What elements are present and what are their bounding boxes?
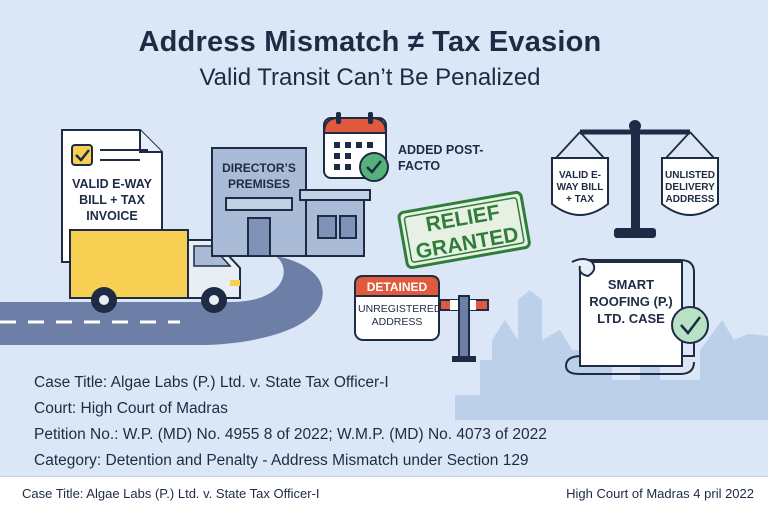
checkbox-icon xyxy=(71,144,93,166)
scale-left-label: VALID E-WAY BILL + TAX xyxy=(556,170,604,205)
footer-court-date: High Court of Madras 4 pril 2022 xyxy=(566,486,754,501)
scale-icon xyxy=(551,120,719,238)
delivery-truck xyxy=(69,229,241,313)
directors-building xyxy=(211,147,371,257)
footer-bar: Case Title: Algae Labs (P.) Ltd. v. Stat… xyxy=(0,476,768,513)
relief-stamp-frame xyxy=(397,190,531,270)
scroll-label: SMART ROOFING (P.) LTD. CASE xyxy=(589,277,673,326)
barrier-icon xyxy=(439,295,489,362)
road xyxy=(0,254,323,345)
scale-right-label: UNLISTED DELIVERY ADDRESS xyxy=(665,170,715,205)
infographic-canvas: Address Mismatch ≠ Tax Evasion Valid Tra… xyxy=(0,0,768,476)
check-circle-icon xyxy=(359,152,389,182)
calendar-label: ADDED POST-FACTO xyxy=(398,143,484,173)
detained-subtext: UNREGISTERED ADDRESS xyxy=(358,303,442,328)
case-scroll xyxy=(564,258,709,375)
petition-text: Petition No.: W.P. (MD) No. 4955 8 of 20… xyxy=(34,426,547,443)
footer-case-title: Case Title: Algae Labs (P.) Ltd. v. Stat… xyxy=(22,486,320,501)
detained-tag: DETAINED xyxy=(366,280,428,294)
page-subtitle: Valid Transit Can’t Be Penalized xyxy=(199,64,541,91)
case-title-text: Case Title: Algae Labs (P.) Ltd. v. Stat… xyxy=(34,374,389,391)
detained-sign xyxy=(354,275,440,341)
calendar-icon xyxy=(322,112,389,182)
building-label: DIRECTOR’S PREMISES xyxy=(222,161,296,191)
illustration xyxy=(0,112,768,420)
court-text: Court: High Court of Madras xyxy=(34,400,228,417)
invoice-label: VALID E-WAY BILL + TAX INVOICE xyxy=(72,177,152,223)
category-text: Category: Detention and Penalty - Addres… xyxy=(34,452,529,469)
page-title: Address Mismatch ≠ Tax Evasion xyxy=(138,26,602,58)
